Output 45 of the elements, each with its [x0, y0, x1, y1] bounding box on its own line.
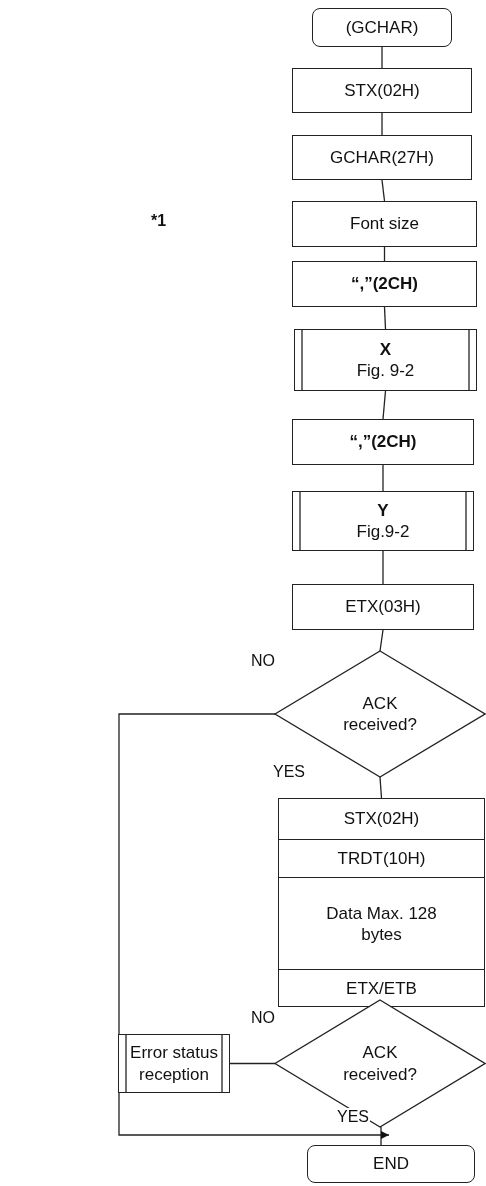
terminal-box — [307, 1145, 475, 1183]
connector-line — [379, 776, 383, 799]
connector-line — [229, 1062, 276, 1065]
subroutine-box — [118, 1034, 230, 1093]
step-label: ETX(03H) — [345, 596, 421, 618]
step-title: Y — [377, 499, 389, 521]
connector-line — [383, 306, 387, 330]
step-label: Error status reception — [130, 1042, 218, 1085]
step-label: “,”(2CH) — [350, 273, 419, 295]
process-box — [292, 201, 477, 247]
connector-line — [380, 1126, 382, 1146]
process-box — [292, 261, 477, 307]
connector-line — [381, 46, 383, 69]
process-box — [292, 68, 472, 113]
step-label: END — [373, 1153, 409, 1175]
step-label: “,”(2CH) — [349, 431, 417, 453]
connector-line — [118, 713, 276, 1035]
field-label: STX(02H) — [342, 808, 421, 831]
field-label: TRDT(10H) — [279, 838, 484, 878]
step-label: ACK received? — [342, 692, 418, 736]
connector-line — [382, 550, 384, 585]
connector-line — [379, 629, 384, 652]
process-box — [292, 135, 472, 180]
message-frame-box — [278, 798, 485, 1007]
process-box — [292, 584, 474, 630]
arrow — [118, 1092, 390, 1139]
decision-diamond — [275, 651, 485, 777]
step-label: Font size — [350, 213, 419, 235]
decision-diamond — [275, 1000, 485, 1127]
figure-reference: Fig. 9-2 — [356, 360, 415, 382]
subroutine-box — [292, 491, 474, 551]
figure-reference: Fig.9-2 — [356, 521, 410, 543]
subroutine-box — [294, 329, 477, 391]
step-label: GCHAR(27H) — [330, 146, 434, 169]
process-box — [292, 419, 474, 465]
connector-line — [382, 464, 384, 492]
step-label: (GCHAR) — [345, 16, 419, 39]
step-title: X — [379, 338, 392, 360]
step-label: STX(02H) — [344, 79, 420, 102]
terminal-box — [312, 8, 452, 47]
connector-line — [381, 179, 386, 202]
field-label: Data Max. 128 bytes — [279, 877, 484, 970]
connector-line — [381, 112, 383, 136]
step-label: ACK received? — [342, 1042, 418, 1085]
connector-line — [382, 390, 387, 420]
